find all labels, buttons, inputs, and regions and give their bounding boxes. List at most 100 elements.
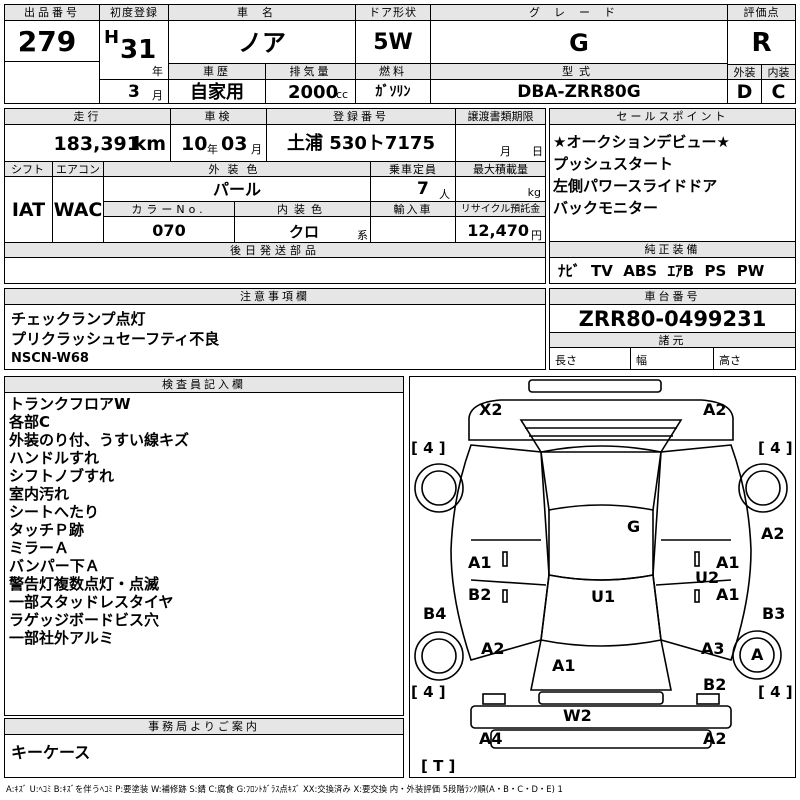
mark-front-a2: A2: [703, 400, 727, 419]
insp-year: 10: [181, 133, 208, 155]
office-label: 事務局よりご案内: [4, 718, 404, 735]
era: H: [104, 27, 120, 48]
mileage-unit: km: [133, 133, 166, 155]
height-label: 高さ: [719, 354, 741, 367]
insp-month: 03: [221, 133, 248, 155]
inspector-line: 外装のり付、うすい線キズ: [9, 431, 190, 449]
recycle-unit: 円: [531, 229, 542, 242]
sales-point-item: バックモニター: [553, 199, 659, 217]
car-name: ノア: [238, 29, 286, 57]
exterior: D: [736, 81, 753, 103]
mark-u1: U1: [591, 587, 615, 606]
reg-year-unit: 年: [152, 65, 163, 78]
mark-a4: A4: [479, 729, 503, 748]
ac-cell: WAC: [52, 176, 104, 243]
chassis-number: ZRR80-0499231: [578, 307, 767, 331]
history-label: 車歴: [168, 63, 266, 80]
shift-cell: IAT: [4, 176, 53, 243]
mark-u2: U2: [695, 568, 719, 587]
mark-rear-a2: A2: [703, 729, 727, 748]
notes-box: 注意事項欄 チェックランプ点灯 プリクラッシュセーフティ不良 NSCN-W68: [4, 288, 546, 370]
legend: A:ｷｽﾞ U:ﾍｺﾐ B:ｷｽﾞを伴うﾍｺﾐ P:要塗装 W:補修跡 S:錆 …: [6, 784, 563, 794]
equipment-item: PW: [736, 262, 765, 280]
import-cell: [370, 216, 456, 243]
displacement: 2000: [288, 82, 339, 103]
insp-month-unit: 月: [251, 143, 262, 156]
shift: IAT: [11, 199, 46, 221]
insp-year-unit: 年: [207, 143, 218, 156]
recycle-cell: 12,470 円: [455, 216, 546, 243]
recycle: 12,470: [467, 221, 529, 240]
displacement-unit: cc: [336, 88, 349, 101]
mark-b4: B4: [423, 604, 446, 623]
plate-label: 登録番号: [266, 108, 456, 125]
mark-x2: X2: [479, 400, 502, 419]
ac: WAC: [53, 199, 103, 221]
length-label: 長さ: [555, 354, 577, 367]
sales-points-list: ★オークションデビュー★ プッシュスタート 左側パワースライドドア バックモニタ…: [553, 131, 730, 219]
mark-right-a1-lower: A1: [716, 585, 740, 604]
grade-cell: G: [430, 20, 728, 64]
car-diagram: X2 A2 G A1 A1 U2 A2 B2 U1 A1 B4 B3 A2 A3…: [411, 379, 793, 775]
shift-label: シフト: [4, 161, 53, 177]
mark-a3: A3: [701, 639, 725, 658]
doors: 5W: [373, 30, 413, 55]
equipment-item: TV: [590, 262, 613, 280]
sales-points-label: セールスポイント: [549, 108, 796, 125]
capacity-label: 乗車定員: [370, 161, 456, 177]
sales-point-item: ★オークションデビュー★: [553, 133, 730, 151]
width-label: 幅: [636, 354, 647, 367]
mileage-cell: 183,391 km: [4, 124, 171, 162]
equipment-list: ﾅﾋﾞ TV ABS ｴｱB PS PW: [558, 260, 764, 281]
fuel-cell: ｶﾞｿﾘﾝ: [355, 79, 431, 104]
score-cell: R: [727, 20, 796, 65]
length-cell: 長さ: [549, 347, 631, 370]
grade-label: グレード: [430, 4, 728, 21]
color-no-cell: 070: [103, 216, 235, 243]
capacity-unit: 人: [439, 188, 450, 201]
reg-year: 31: [120, 35, 157, 65]
width-cell: 幅: [630, 347, 714, 370]
inspector-line: タッチＰ跡: [9, 521, 85, 539]
fuel: ｶﾞｿﾘﾝ: [375, 84, 411, 100]
equipment-item: ABS: [623, 262, 658, 280]
capacity: 7: [417, 179, 429, 199]
model-cell: DBA-ZRR80G: [430, 79, 728, 104]
transfer-day-unit: 日: [532, 145, 543, 158]
mark-b2-rear: B2: [703, 675, 726, 694]
tire-front-right: [ 4 ]: [758, 439, 793, 457]
sales-point-item: 左側パワースライドドア: [553, 177, 718, 195]
vehicle-details: 走行 183,391 km 車検 10 年 03 月 登録番号 土浦 530ト7…: [4, 108, 546, 284]
transfer-month-unit: 月: [500, 145, 511, 158]
inspector-line: 警告灯複数点灯・点滅: [9, 575, 160, 593]
mark-wheel-a: A: [751, 645, 764, 664]
fuel-label: 燃料: [355, 63, 431, 80]
ac-label: エアコン: [52, 161, 104, 177]
sales-points-box: セールスポイント ★オークションデビュー★ プッシュスタート 左側パワースライド…: [549, 108, 796, 284]
mark-right-a2: A2: [761, 524, 785, 543]
inspector-line: シートへたり: [9, 503, 100, 521]
notes-line: チェックランプ点灯: [11, 310, 146, 328]
interior-color-unit: 系: [357, 229, 368, 242]
model-label: 型式: [430, 63, 728, 80]
interior-color: クロ: [289, 223, 320, 241]
mark-left-a1: A1: [468, 553, 492, 572]
mark-rear-a1: A1: [552, 656, 576, 675]
plate-cell: 土浦 530ト7175: [266, 124, 456, 162]
first-reg-label: 初度登録: [99, 4, 169, 21]
tire-spare: [ T ]: [421, 757, 455, 775]
reg-month-cell: 3 月: [99, 79, 169, 104]
tire-rear-right: [ 4 ]: [758, 683, 793, 701]
mark-left-b2: B2: [468, 585, 491, 604]
exterior-cell: D: [727, 79, 762, 104]
mark-rear-left-a2: A2: [481, 639, 505, 658]
score: R: [751, 28, 772, 58]
lot-empty: [4, 61, 100, 104]
import-label: 輸入車: [370, 201, 456, 217]
notes-list: チェックランプ点灯 プリクラッシュセーフティ不良 NSCN-W68: [11, 309, 219, 369]
later-parts-cell: [4, 257, 546, 284]
inspector-line: バンパー下Ａ: [9, 557, 100, 575]
inspector-line: 一部スタッドレスタイヤ: [9, 593, 174, 611]
reg-month: 3: [128, 82, 140, 102]
mark-b3: B3: [762, 604, 785, 623]
